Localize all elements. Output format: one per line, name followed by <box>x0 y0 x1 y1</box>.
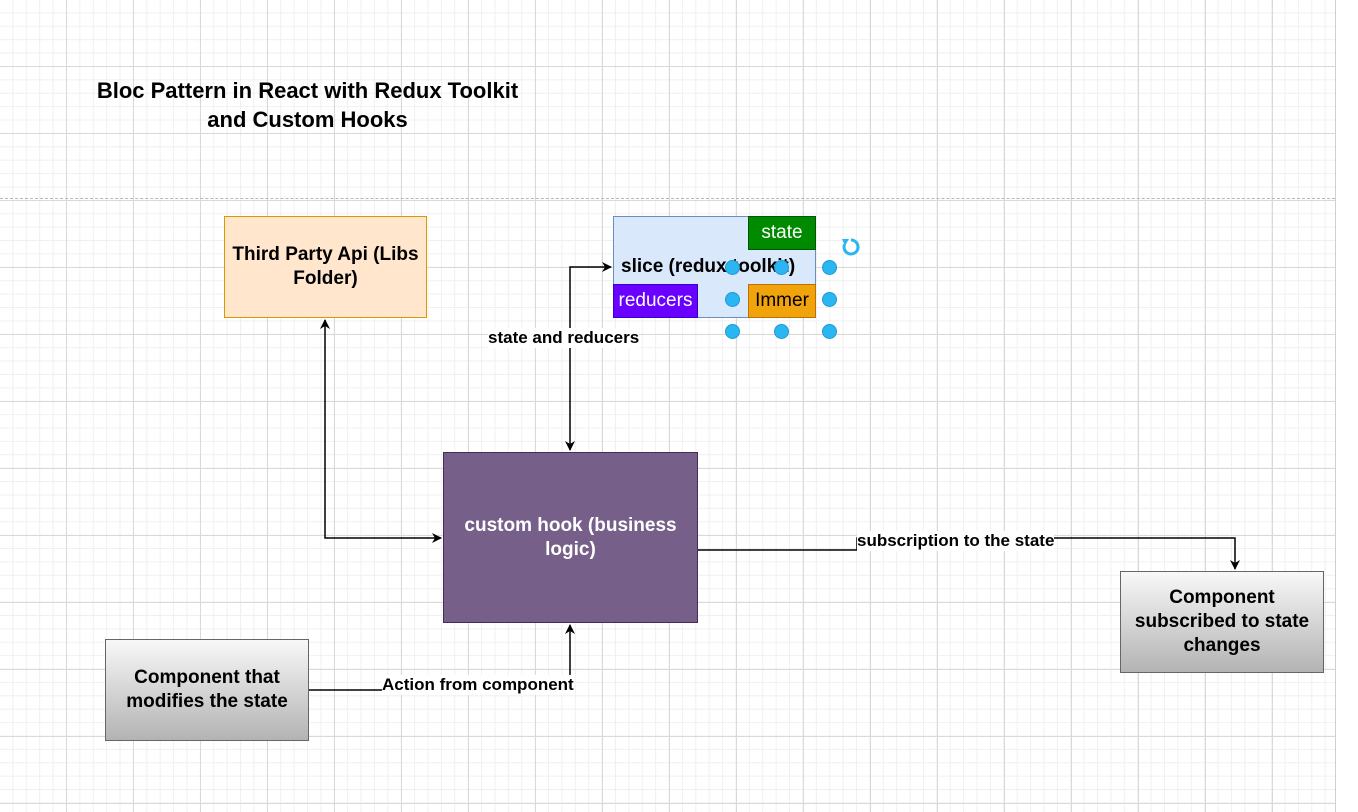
state-node[interactable]: state <box>748 216 816 250</box>
component-subscribed-label: Component subscribed to state changes <box>1134 587 1310 656</box>
immer-label: Immer <box>755 290 809 311</box>
resize-handle[interactable] <box>725 292 740 307</box>
state-label: state <box>761 222 803 243</box>
page-break-line <box>0 198 1335 199</box>
component-subscribed-node[interactable]: Component subscribed to state changes <box>1120 571 1324 673</box>
rotate-icon[interactable] <box>840 236 862 258</box>
reducers-label: reducers <box>618 290 693 311</box>
diagram-title[interactable]: Bloc Pattern in React with Redux Toolkit… <box>96 78 519 132</box>
resize-handle[interactable] <box>725 324 740 339</box>
resize-handle[interactable] <box>725 260 740 275</box>
resize-handle[interactable] <box>822 260 837 275</box>
edge-label-subscription[interactable]: subscription to the state <box>857 531 1055 551</box>
custom-hook-node[interactable]: custom hook (business logic) <box>443 452 698 623</box>
resize-handle[interactable] <box>774 260 789 275</box>
edge-api-hook <box>320 319 442 543</box>
edge-label-state-reducers[interactable]: state and reducers <box>488 328 640 348</box>
immer-node[interactable]: Immer <box>748 284 816 318</box>
edge-label-action[interactable]: Action from component <box>382 675 574 695</box>
page-edge <box>1335 0 1358 812</box>
third-party-api-node[interactable]: Third Party Api (Libs Folder) <box>224 216 427 318</box>
component-modifies-node[interactable]: Component that modifies the state <box>105 639 309 741</box>
custom-hook-label: custom hook (business logic) <box>464 514 677 560</box>
resize-handle[interactable] <box>822 292 837 307</box>
third-party-api-label: Third Party Api (Libs Folder) <box>232 244 419 289</box>
resize-handle[interactable] <box>774 324 789 339</box>
reducers-node[interactable]: reducers <box>613 284 698 318</box>
component-modifies-label: Component that modifies the state <box>126 667 288 712</box>
slice-label: slice (redux toolkit) <box>621 256 796 277</box>
edge-slice-hook <box>565 262 612 451</box>
resize-handle[interactable] <box>822 324 837 339</box>
